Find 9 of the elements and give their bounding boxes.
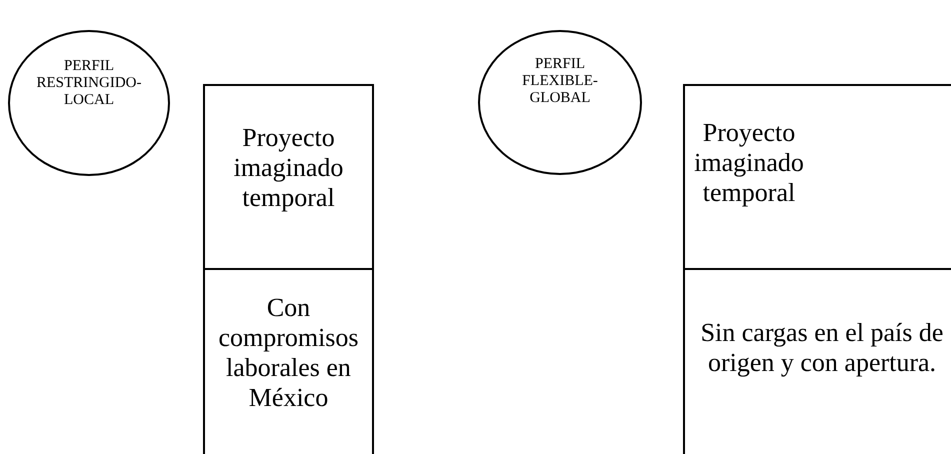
profile-label: PERFIL FLEXIBLE-GLOBAL bbox=[521, 56, 599, 107]
node-label: Con compromisos laborales en México bbox=[217, 293, 360, 413]
process-box bbox=[683, 84, 951, 270]
node-label: Proyecto imaginado temporal bbox=[232, 123, 344, 213]
node-label: Sin cargas en el país de origen y con apertura. bbox=[700, 318, 944, 378]
profile-label: PERFIL RESTRINGIDO-LOCAL bbox=[36, 58, 142, 108]
process-box bbox=[203, 84, 374, 270]
process-box bbox=[203, 268, 374, 454]
node-label: Proyecto imaginado temporal bbox=[694, 118, 804, 208]
